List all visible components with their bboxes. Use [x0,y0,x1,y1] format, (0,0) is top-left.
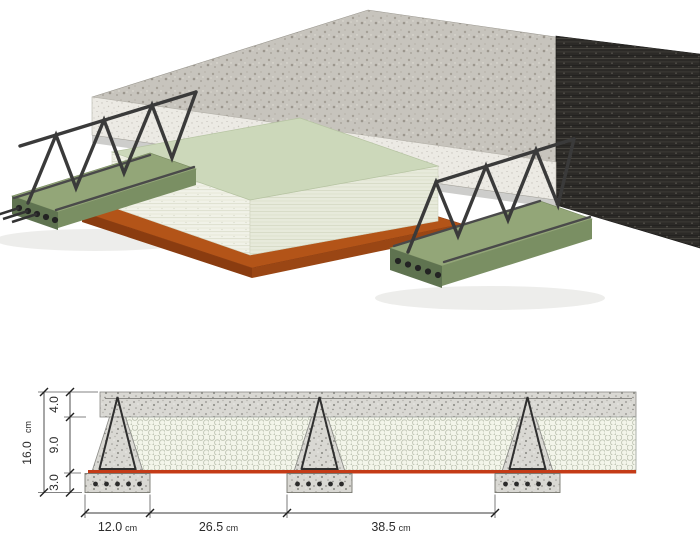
vertical-dimensions: 4.0 9.0 3.0 16.0 cm [20,387,98,497]
dim-38cm-unit: cm [399,523,411,533]
lattice-beam-left [0,90,198,230]
steel-lattice-truss [392,137,592,264]
dim-12cm-value: 12.0 [98,520,122,534]
eps-blocks [124,416,637,474]
isometric-illustration [0,9,700,310]
dim-12cm-unit: cm [125,523,137,533]
lattice-beam-right [389,137,593,288]
beam-pad-side [58,169,196,228]
cross-section-drawing: 4.0 9.0 3.0 16.0 cm 12.0cm 26.5cm 38.5cm [20,387,637,534]
dim-4cm: 4.0 [47,396,61,413]
membrane-red-line [88,470,636,474]
slab-dark-edge-face [555,35,700,249]
sole-rebar-dots [93,481,552,487]
rebar-dots [394,257,442,279]
dim-9cm: 9.0 [47,436,61,453]
dim-3cm: 3.0 [47,474,61,491]
dim-16cm-value: 16.0 [20,441,34,465]
topping-layer [99,391,637,418]
dim-16cm-unit: cm [23,421,33,433]
dim-38cm: 38.5 cm [371,520,410,534]
dim-26cm-unit: cm [226,523,238,533]
protruding-rebars [0,206,38,224]
beam-webs [90,416,555,474]
dim-38cm-value: 38.5 [371,520,395,534]
dim-26cm-value: 26.5 [199,520,223,534]
beam-pad-side [442,219,592,286]
steel-lattice-truss [12,90,198,212]
beam-soles [84,473,561,493]
beam-truss-symbols [98,396,547,470]
